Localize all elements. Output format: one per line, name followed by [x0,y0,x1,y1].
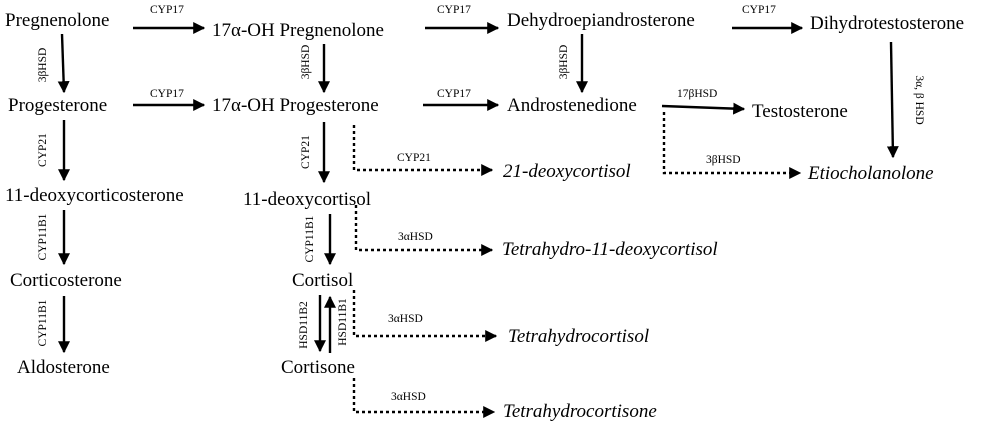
node-21-deoxycortisol: 21-deoxycortisol [503,161,631,182]
enzyme-label-cyp17: CYP17 [150,4,184,16]
dotted-arrow-ohprog-to-21deoxy [352,125,494,176]
node-11-deoxycorticosterone: 11-deoxycorticosterone [5,185,184,206]
enzyme-label-cyp11b1: CYP11B1 [304,215,316,262]
arrow-andro-to-testo [661,102,746,115]
enzyme-label-cyp21: CYP21 [37,133,49,167]
node-tetrahydro-11-deoxycortisol: Tetrahydro-11-deoxycortisol [502,239,718,260]
node-17oh-progesterone: 17α-OH Progesterone [212,95,379,116]
dotted-arrow-cortisol-to-thf [352,290,498,342]
enzyme-label-3ahsd: 3αHSD [388,313,423,325]
node-corticosterone: Corticosterone [10,270,122,291]
enzyme-label-cyp17: CYP17 [742,4,776,16]
enzyme-label-3ahsd: 3αHSD [398,231,433,243]
node-dihydrotestosterone: Dihydrotestosterone [810,13,964,34]
dotted-arrow-deoxy-to-tetrahydro [354,205,494,256]
node-tetrahydrocortisol: Tetrahydrocortisol [508,326,649,347]
enzyme-label-cyp21: CYP21 [300,135,312,169]
node-dhea: Dehydroepiandrosterone [507,10,695,31]
enzyme-label-3bhsd: 3βHSD [706,154,741,166]
node-androstenedione: Androstenedione [507,95,637,116]
node-cortisone: Cortisone [281,357,355,378]
node-etiocholanolone: Etiocholanolone [807,163,934,184]
node-11-deoxycortisol: 11-deoxycortisol [243,189,371,210]
node-testosterone: Testosterone [752,101,848,122]
enzyme-label-cyp11b1: CYP11B1 [37,299,49,346]
dotted-arrow-andro-to-etio [662,112,802,179]
enzyme-label-3bhsd: 3βHSD [558,45,570,80]
dotted-arrow-cortisone-to-the [352,378,496,418]
node-tetrahydrocortisone: Tetrahydrocortisone [503,401,657,422]
arrow-dht-to-etio [886,41,899,159]
enzyme-label-cyp11b1: CYP11B1 [37,213,49,260]
enzyme-label-hsd11b1: HSD11B1 [337,298,349,346]
enzyme-label-17bhsd: 17βHSD [677,88,717,100]
node-17oh-pregnenolone: 17α-OH Pregnenolone [212,20,384,41]
enzyme-label-cyp21: CYP21 [397,152,431,164]
enzyme-label-cyp17: CYP17 [437,88,471,100]
enzyme-label-hsd11b2: HSD11B2 [298,301,310,349]
arrow-preg-to-prog [57,33,70,94]
enzyme-label-cyp17: CYP17 [150,88,184,100]
node-aldosterone: Aldosterone [17,357,110,378]
enzyme-label-cyp17: CYP17 [437,4,471,16]
enzyme-label-3bhsd: 3βHSD [300,45,312,80]
node-progesterone: Progesterone [8,95,107,116]
node-pregnenolone: Pregnenolone [5,10,109,31]
enzyme-label-3ab-hsd: 3α, β HSD [913,75,925,124]
node-cortisol: Cortisol [292,270,353,291]
enzyme-label-3bhsd: 3βHSD [37,48,49,83]
enzyme-label-3ahsd: 3αHSD [391,391,426,403]
